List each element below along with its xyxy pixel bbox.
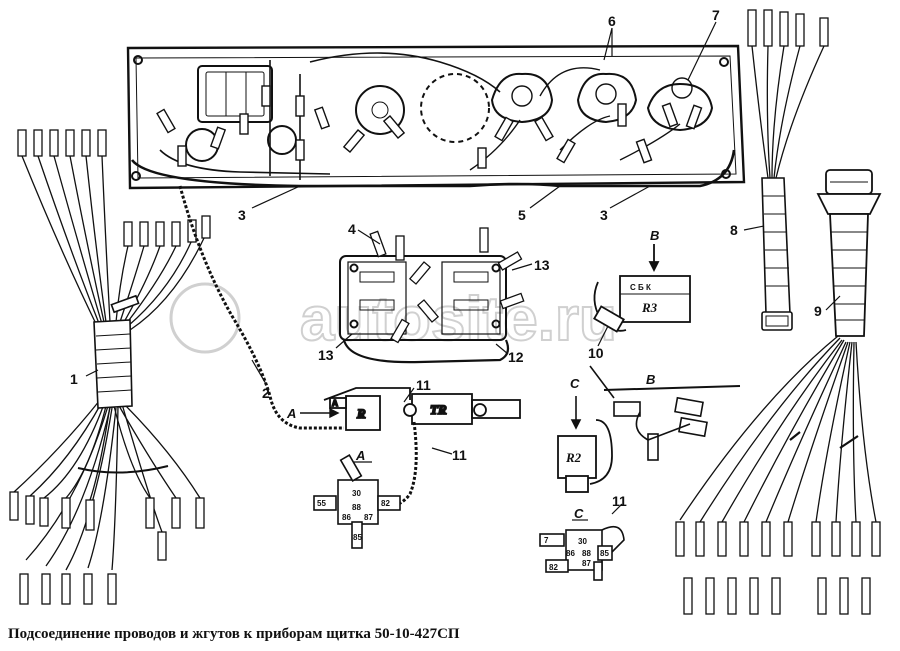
view-mark-b-top: B: [650, 228, 659, 243]
view-mark-a-title: A: [355, 448, 365, 463]
bracket-b: [570, 365, 741, 461]
callout-8: 8: [730, 222, 738, 238]
relay-a-tag-left: 55: [317, 499, 326, 508]
r2-label: R2: [565, 450, 582, 465]
relay-a-pin-87: 87: [364, 513, 373, 522]
relay-view-a: [313, 454, 401, 549]
watermark-text: autosite.ru: [300, 285, 617, 354]
callout-9: 9: [814, 303, 822, 319]
callout-12: 12: [508, 349, 524, 365]
relay-view-c: [539, 525, 625, 581]
view-mark-b-mid: B: [646, 372, 655, 387]
leader-lines: [85, 21, 841, 515]
relay-a-pin-86: 86: [342, 513, 351, 522]
harness-1-terminals: [9, 129, 211, 605]
relay-c-pin-88: 88: [582, 549, 591, 558]
relay-c-tag-bottom: 82: [549, 563, 558, 572]
harness-9-connector: [816, 169, 882, 337]
r3-pin-labels: С Б К: [630, 283, 651, 292]
view-mark-c-low: C: [574, 506, 584, 521]
harness-1: [13, 155, 206, 571]
relay-a-pin-88: 88: [352, 503, 361, 512]
harness-1-bundle: [93, 294, 140, 409]
wire-11-a: [379, 421, 418, 510]
fuse-block: [339, 255, 510, 364]
callout-3-right: 3: [600, 207, 608, 223]
relay-a-pin-85: 85: [353, 533, 362, 542]
callout-11-bottom: 11: [612, 493, 627, 509]
r3-assembly: [593, 244, 691, 333]
relay-c-pin-86: 86: [566, 549, 575, 558]
harness-9-wires: [679, 335, 877, 523]
harness-9-terminals: [675, 521, 881, 615]
harness-8: [751, 45, 825, 179]
relay-c-pin-87: 87: [582, 559, 591, 568]
harness-8-terminals: [747, 9, 829, 47]
callout-10: 10: [588, 345, 604, 361]
r3-label: R3: [641, 300, 658, 315]
callout-7: 7: [712, 7, 720, 23]
callout-1: 1: [70, 371, 78, 387]
callout-13-right: 13: [534, 257, 550, 273]
relay-r-label: R: [356, 406, 366, 421]
harness-8-bundle: [761, 177, 793, 331]
wire-2: [178, 185, 344, 430]
instrument-panel: [126, 44, 746, 190]
panel-terminals: [156, 85, 703, 169]
r-tr-assembly: R TR A: [323, 387, 521, 431]
view-mark-a1: A: [286, 406, 296, 421]
relay-c-tag-left: 7: [544, 536, 549, 545]
relay-c-pin-85: 85: [600, 549, 609, 558]
figure-caption: Подсоединение проводов и жгутов к прибор…: [8, 626, 460, 642]
callout-5: 5: [518, 207, 526, 223]
relay-c-pin-30: 30: [578, 537, 587, 546]
callout-13-left: 13: [318, 347, 334, 363]
relay-tr-label: TR: [430, 402, 447, 417]
callout-4: 4: [348, 221, 356, 237]
relay-a-pin-30: 30: [352, 489, 361, 498]
relay-a-tag-right: 82: [381, 499, 390, 508]
callout-6: 6: [608, 13, 616, 29]
callout-11-mid: 11: [452, 447, 467, 463]
callout-2: 2: [262, 385, 270, 401]
callout-11-top: 11: [416, 377, 431, 393]
relay-r-pin-label: A: [332, 399, 338, 408]
view-arrow-a: [300, 407, 340, 419]
view-mark-c-mid: C: [570, 376, 580, 391]
watermark: autosite.ru: [169, 282, 618, 355]
fuse-block-terminals: [369, 227, 525, 344]
callout-3-left: 3: [238, 207, 246, 223]
r2-assembly: [557, 419, 613, 493]
